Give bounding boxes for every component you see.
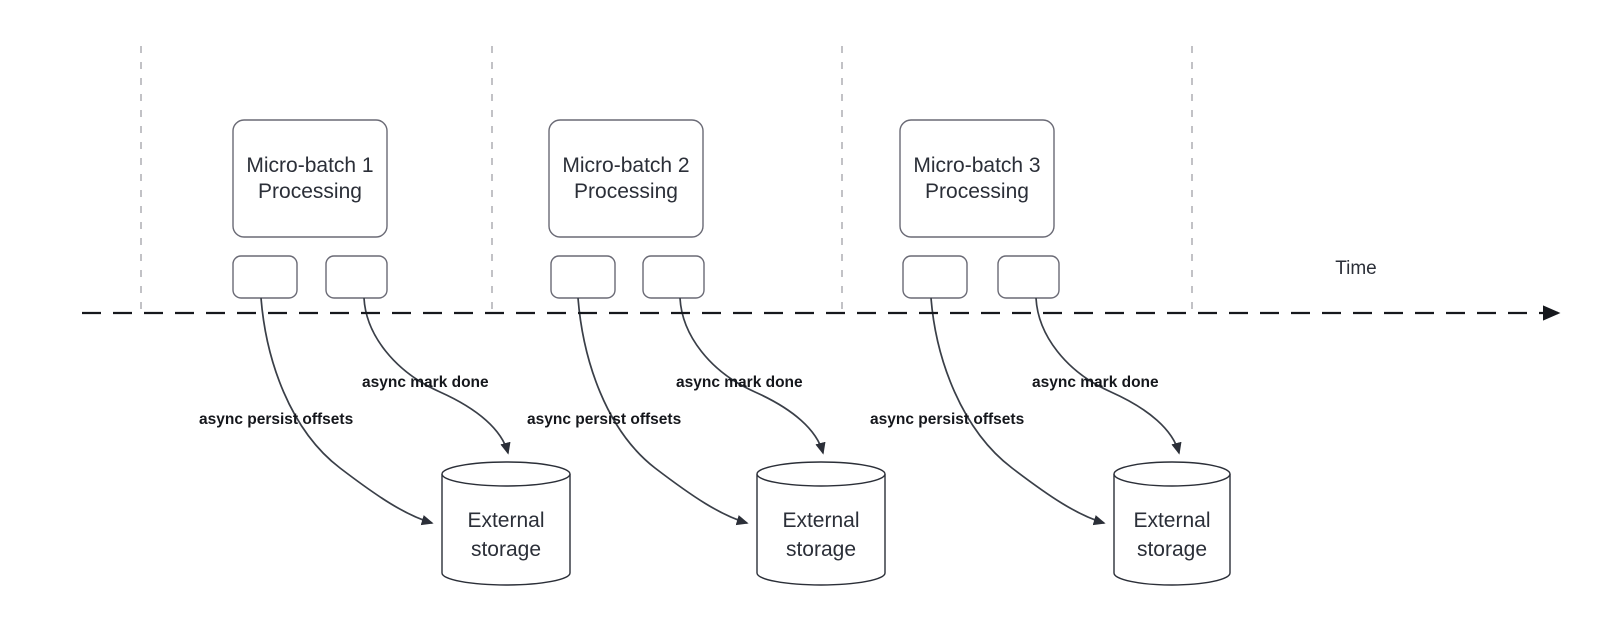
process-box-3-label-line2: Processing [925, 180, 1029, 203]
storage-label-3-line2: storage [1137, 538, 1207, 561]
external-storage-cylinder-2[interactable] [756, 461, 886, 586]
micro-batch-group-1: Micro-batch 1 Processing async persist o… [199, 119, 571, 586]
micro-batch-group-3: Micro-batch 3 Processing async persist o… [870, 119, 1231, 586]
persist-offsets-edge-3 [930, 297, 1106, 526]
mark-done-label-1: async mark done [362, 374, 489, 391]
persist-offsets-label-3: async persist offsets [870, 411, 1024, 428]
time-separators [140, 46, 1193, 313]
mark-done-edge-1 [363, 297, 511, 455]
process-box-1[interactable] [232, 119, 388, 238]
persist-offsets-label-1: async persist offsets [199, 411, 353, 428]
persist-offsets-edge-1 [260, 297, 434, 526]
external-storage-cylinder-1[interactable] [441, 461, 571, 586]
storage-label-2-line1: External [782, 509, 859, 532]
task-box-1a[interactable] [232, 255, 298, 299]
mark-done-label-3: async mark done [1032, 374, 1159, 391]
timeline-label: Time [1335, 258, 1377, 279]
mark-done-label-2: async mark done [676, 374, 803, 391]
micro-batch-group-2: Micro-batch 2 Processing async persist o… [527, 119, 886, 586]
process-box-1-label-line2: Processing [258, 180, 362, 203]
storage-label-2-line2: storage [786, 538, 856, 561]
process-box-3[interactable] [899, 119, 1055, 238]
persist-offsets-edge-2 [577, 297, 749, 526]
task-box-2a[interactable] [550, 255, 616, 299]
storage-label-1-line2: storage [471, 538, 541, 561]
storage-label-1-line1: External [467, 509, 544, 532]
storage-label-3-line1: External [1133, 509, 1210, 532]
external-storage-cylinder-3[interactable] [1113, 461, 1231, 586]
mark-done-edge-2 [679, 297, 826, 455]
task-box-1b[interactable] [325, 255, 388, 299]
process-box-2-label-line2: Processing [574, 180, 678, 203]
timeline-axis: Time [82, 258, 1561, 321]
task-box-3b[interactable] [997, 255, 1060, 299]
process-box-1-label-line1: Micro-batch 1 [246, 154, 373, 177]
persist-offsets-label-2: async persist offsets [527, 411, 681, 428]
task-box-3a[interactable] [902, 255, 968, 299]
mark-done-edge-3 [1035, 297, 1182, 455]
process-box-2[interactable] [548, 119, 704, 238]
process-box-2-label-line1: Micro-batch 2 [562, 154, 689, 177]
process-box-3-label-line1: Micro-batch 3 [913, 154, 1040, 177]
task-box-2b[interactable] [642, 255, 705, 299]
